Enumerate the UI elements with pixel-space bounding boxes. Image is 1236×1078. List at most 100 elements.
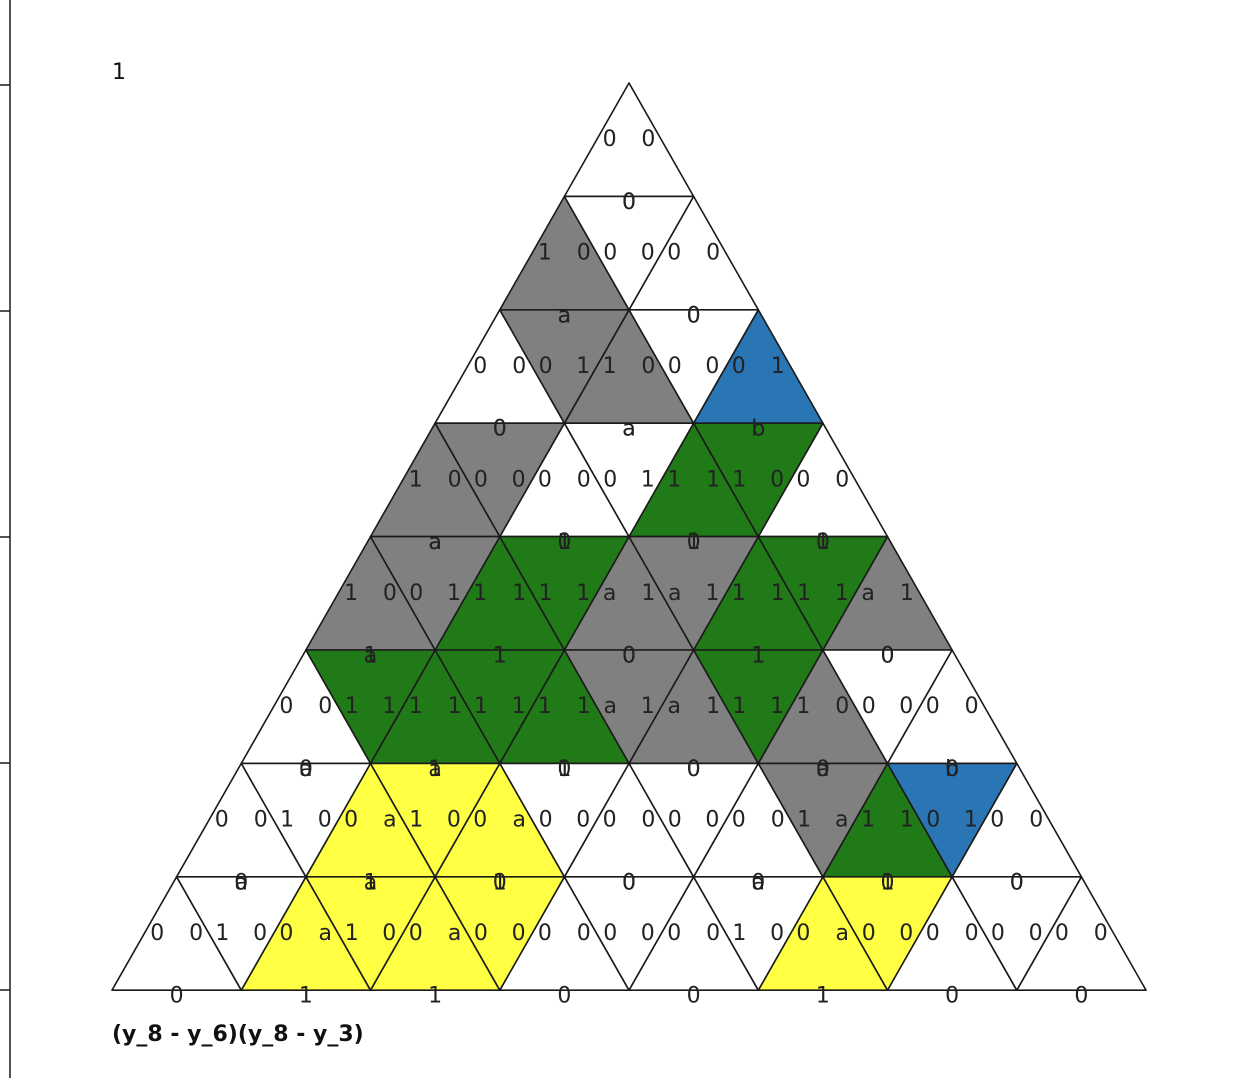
edge-label: 0 (603, 921, 617, 946)
edge-label: 0 (770, 467, 784, 492)
edge-label: 0 (732, 354, 746, 379)
edge-label: 0 (881, 870, 895, 895)
edge-label: 1 (345, 921, 359, 946)
edge-label: 0 (318, 694, 332, 719)
edge-label: 0 (1010, 870, 1024, 895)
edge-label: 0 (732, 808, 746, 833)
edge-label: 0 (641, 808, 655, 833)
edge-label: 0 (990, 808, 1004, 833)
edge-label: a (668, 581, 681, 606)
edge-label: 0 (299, 757, 313, 782)
edge-label: a (383, 808, 396, 833)
edge-label: 1 (770, 694, 784, 719)
edge-label: 0 (945, 757, 959, 782)
edge-label: a (603, 694, 616, 719)
edge-label: a (319, 921, 332, 946)
edge-label: 0 (770, 921, 784, 946)
edge-label: a (235, 870, 248, 895)
edge-label: 0 (816, 530, 830, 555)
edge-label: 0 (881, 644, 895, 669)
edge-label: 1 (344, 581, 358, 606)
edge-label: 1 (299, 984, 313, 1009)
edge-label: 0 (409, 581, 423, 606)
edge-label: 1 (512, 581, 526, 606)
edge-label: 0 (512, 467, 526, 492)
edge-label: 1 (861, 808, 875, 833)
edge-label: 0 (899, 921, 913, 946)
down-triangle (951, 875, 1083, 992)
edge-label: 1 (512, 694, 526, 719)
edge-label: 0 (577, 467, 591, 492)
edge-label: 0 (687, 303, 701, 328)
edge-label: 0 (150, 921, 164, 946)
edge-label: 1 (816, 984, 830, 1009)
edge-label: 0 (603, 127, 617, 152)
down-triangle (563, 422, 695, 538)
edge-label: 0 (945, 984, 959, 1009)
edge-label: a (428, 757, 441, 782)
edge-label: 1 (835, 581, 849, 606)
edge-label: 0 (687, 303, 701, 328)
edge-label: 0 (538, 921, 552, 946)
edge-label: 1 (706, 694, 720, 719)
down-triangle (628, 308, 760, 425)
edge-label: 1 (345, 694, 359, 719)
diagram-caption: (y_8 - y_6)(y_8 - y_3) (112, 1022, 364, 1047)
edge-label: 1 (448, 694, 462, 719)
edge-label: 1 (771, 354, 785, 379)
edge-label: a (752, 870, 765, 895)
edge-label: 0 (279, 921, 293, 946)
edge-label: 1 (493, 870, 507, 895)
edge-label: 0 (751, 870, 765, 895)
edge-label: 1 (687, 530, 701, 555)
edge-label: 0 (687, 757, 701, 782)
edge-label: 1 (732, 694, 746, 719)
edge-label: 1 (641, 581, 655, 606)
edge-label: 0 (622, 190, 636, 215)
edge-label: 0 (383, 581, 397, 606)
edge-label: 0 (473, 808, 487, 833)
edge-label: 0 (1055, 921, 1069, 946)
edge-label: 0 (991, 921, 1005, 946)
edge-label: 0 (705, 354, 719, 379)
edge-label: 1 (706, 467, 720, 492)
edge-label: 0 (667, 921, 681, 946)
edge-label: 0 (254, 808, 268, 833)
edge-label: 0 (622, 870, 636, 895)
edge-label: 0 (474, 467, 488, 492)
down-triangle (175, 875, 307, 992)
edge-label: 0 (279, 694, 293, 719)
down-triangle (369, 762, 501, 878)
edge-label: 1 (576, 354, 590, 379)
edge-label: 0 (687, 530, 701, 555)
edge-label: 1 (538, 694, 552, 719)
edge-label: 0 (538, 467, 552, 492)
edge-label: a (364, 870, 377, 895)
edge-label: b (751, 417, 765, 442)
edge-label: 0 (234, 870, 248, 895)
edge-label: a (603, 581, 616, 606)
edge-label: 0 (474, 921, 488, 946)
edge-label: 0 (771, 808, 785, 833)
edge-label: 1 (364, 644, 378, 669)
edge-label: 0 (862, 694, 876, 719)
edge-label: 0 (493, 417, 507, 442)
edge-label: b (751, 417, 765, 442)
down-triangle (434, 649, 566, 765)
edge-label: a (667, 694, 680, 719)
edge-label: a (512, 808, 525, 833)
edge-label: 0 (899, 694, 913, 719)
down-triangle (563, 875, 695, 992)
down-triangle (498, 308, 630, 425)
edge-label: 0 (1074, 984, 1088, 1009)
edge-label: 0 (668, 808, 682, 833)
edge-label: 0 (881, 644, 895, 669)
edge-label: 0 (622, 644, 636, 669)
down-triangle (498, 535, 630, 651)
edge-label: 0 (1094, 921, 1108, 946)
edge-label: 1 (796, 694, 810, 719)
edge-label: 0 (687, 984, 701, 1009)
edge-label: 0 (965, 921, 979, 946)
edge-label: 0 (706, 241, 720, 266)
edge-label: 0 (448, 467, 462, 492)
